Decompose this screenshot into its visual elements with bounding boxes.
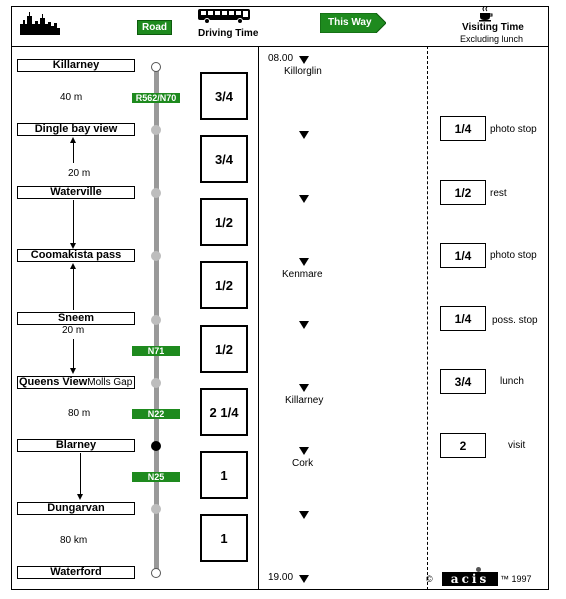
driving-time-box: 1 [200, 451, 248, 499]
acis-logo: acis [442, 572, 498, 586]
visit-label: photo stop [490, 250, 537, 261]
road-number-label: R562/N70 [132, 93, 180, 103]
visit-time-box: 1/4 [440, 306, 486, 331]
timeline-end-time: 19.00 [268, 572, 294, 583]
visit-time-box: 1/4 [440, 116, 486, 141]
timeline-marker-icon [299, 131, 309, 139]
copyright-symbol: © [426, 574, 433, 584]
visit-time-box: 2 [440, 433, 486, 458]
visit-time-box: 1/2 [440, 180, 486, 205]
road-node [151, 62, 161, 72]
arrow-down-icon [70, 368, 76, 374]
place-waterford: Waterford [17, 566, 135, 579]
timeline-start-time: 08.00 [268, 53, 294, 64]
distance-queens-view-blarney: 80 m [68, 408, 91, 419]
road-node [151, 251, 161, 261]
arrow-line [73, 200, 74, 244]
timeline-marker-icon [299, 258, 309, 266]
visit-label: photo stop [490, 124, 537, 135]
driving-time-box: 3/4 [200, 72, 248, 120]
arrow-down-icon [70, 243, 76, 249]
driving-time-header: Driving Time [198, 28, 259, 39]
road-node [151, 188, 161, 198]
arrow-line [80, 453, 81, 495]
column-divider-solid [258, 46, 259, 590]
column-divider-dashed [427, 46, 428, 590]
timeline-marker-icon [299, 321, 309, 329]
logo-dot [476, 567, 481, 572]
driving-time-box: 1/2 [200, 261, 248, 309]
timeline-marker-icon [299, 575, 309, 583]
driving-time-box: 1 [200, 514, 248, 562]
timeline-marker-icon [299, 447, 309, 455]
place-dingle-bay-view: Dingle bay view [17, 123, 135, 136]
visiting-time-header: Visiting Time [462, 22, 524, 33]
visit-time-box: 3/4 [440, 369, 486, 394]
place-killarney: Killarney [17, 59, 135, 72]
visit-label: poss. stop [492, 315, 538, 326]
arrow-line [73, 339, 74, 369]
place-coomakista-pass: Coomakista pass [17, 249, 135, 262]
driving-time-box: 1/2 [200, 325, 248, 373]
road-node [151, 315, 161, 325]
visit-label: visit [508, 440, 526, 451]
arrow-line [73, 142, 74, 163]
city-skyline-icon [20, 12, 60, 35]
arrow-up-icon [70, 137, 76, 143]
place-blarney: Blarney [17, 439, 135, 452]
timeline-marker-icon [299, 195, 309, 203]
road-number-label: N71 [132, 346, 180, 356]
copyright-year: ™ 1997 [500, 574, 532, 584]
place-waterville: Waterville [17, 186, 135, 199]
driving-time-box: 3/4 [200, 135, 248, 183]
timeline-marker-icon [299, 384, 309, 392]
distance-dungarvan-waterford: 80 km [60, 535, 88, 546]
driving-time-box: 1/2 [200, 198, 248, 246]
road-header-badge: Road [137, 20, 172, 35]
visiting-time-subheader: Excluding lunch [460, 34, 524, 44]
driving-time-box: 2 1/4 [200, 388, 248, 436]
distance-sneem-queens-view: 20 m [62, 325, 85, 336]
road-node [151, 125, 161, 135]
visit-time-box: 1/4 [440, 243, 486, 268]
road-node [151, 568, 161, 578]
timeline-marker-icon [299, 56, 309, 64]
place-sneem: Sneem [17, 312, 135, 325]
itinerary-frame [11, 6, 549, 590]
road-node [151, 441, 161, 451]
timeline-town-cork: Cork [292, 458, 314, 469]
header-divider [11, 46, 549, 47]
this-way-label: This Way [328, 17, 372, 28]
timeline-marker-icon [299, 511, 309, 519]
arrow-down-icon [77, 494, 83, 500]
timeline-town-killarney: Killarney [285, 395, 324, 406]
road-node [151, 504, 161, 514]
visit-label: rest [490, 188, 507, 199]
road-number-label: N22 [132, 409, 180, 419]
coffee-cup-icon [479, 6, 493, 22]
place-dungarvan: Dungarvan [17, 502, 135, 515]
place-queens-view: Queens ViewMolls Gap [17, 376, 135, 389]
this-way-arrow: This Way [320, 13, 386, 33]
distance-killarney-dingle: 40 m [60, 92, 83, 103]
timeline-town-killorglin: Killorglin [284, 66, 322, 77]
distance-dingle-waterville: 20 m [68, 168, 91, 179]
road-node [151, 378, 161, 388]
arrow-up-icon [70, 263, 76, 269]
bus-icon [198, 9, 250, 24]
road-number-label: N25 [132, 472, 180, 482]
visit-label: lunch [500, 376, 524, 387]
timeline-town-kenmare: Kenmare [282, 269, 323, 280]
arrow-line [73, 268, 74, 310]
